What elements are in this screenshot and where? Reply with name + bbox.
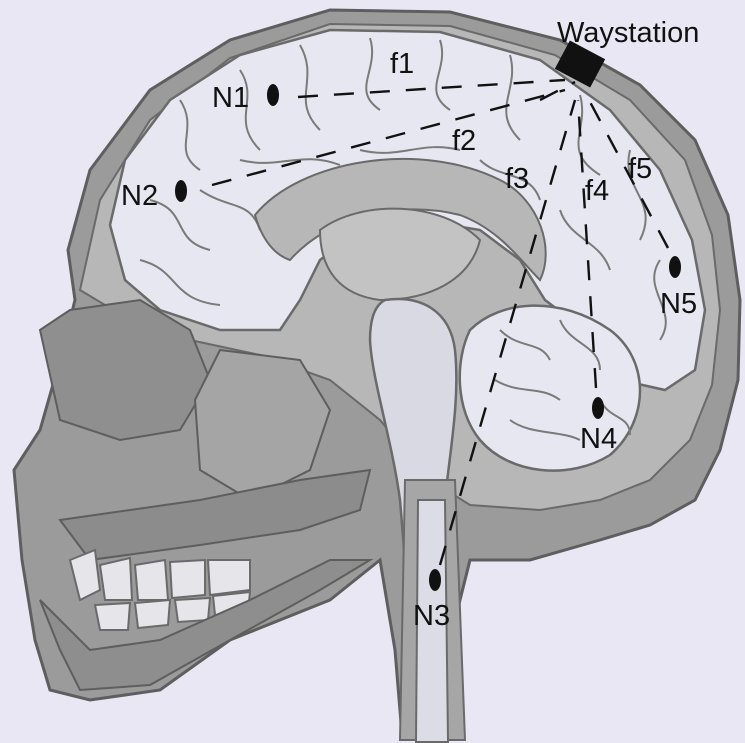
label-n1: N1 bbox=[212, 82, 249, 114]
label-f3: f3 bbox=[505, 163, 529, 195]
label-waystation: Waystation bbox=[557, 17, 699, 49]
node-n3 bbox=[429, 569, 441, 591]
node-n4 bbox=[592, 397, 604, 419]
label-f2: f2 bbox=[452, 125, 476, 157]
label-n5: N5 bbox=[660, 288, 697, 320]
label-n3: N3 bbox=[413, 600, 450, 632]
label-f5: f5 bbox=[628, 153, 652, 185]
label-n4: N4 bbox=[580, 423, 617, 455]
node-n5 bbox=[669, 256, 681, 278]
label-f1: f1 bbox=[390, 48, 414, 80]
label-n2: N2 bbox=[121, 180, 158, 212]
label-f4: f4 bbox=[585, 175, 609, 207]
node-n1 bbox=[267, 84, 279, 106]
node-n2 bbox=[175, 180, 187, 202]
